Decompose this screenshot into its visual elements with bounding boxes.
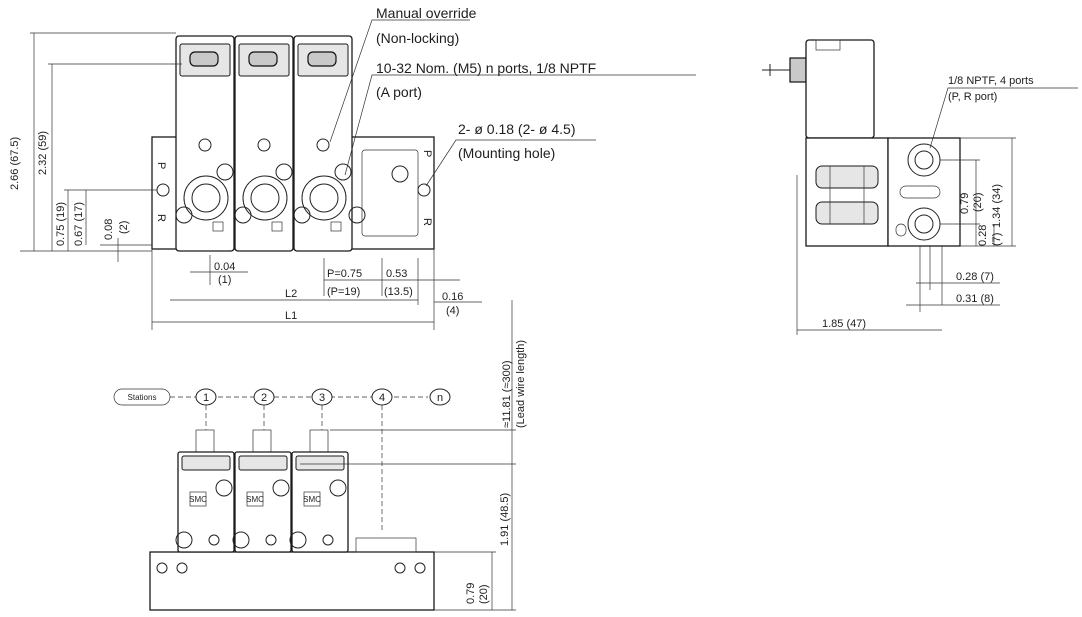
leader-mount-hole	[425, 139, 596, 187]
dim-008: 0.08	[103, 219, 115, 240]
side-valve-body	[805, 137, 889, 247]
connector-icon	[189, 51, 219, 67]
dim-067: 0.67 (17)	[73, 202, 85, 246]
dim-075: 0.75 (19)	[55, 202, 67, 246]
station-number-1: 1	[195, 388, 217, 406]
side-dim-028-mm: (7)	[991, 233, 1003, 246]
station-number-2: 2	[253, 388, 275, 406]
valve-station-1	[175, 35, 235, 252]
dim-016: 0.16	[442, 291, 463, 303]
dim-053-mm: (13.5)	[384, 286, 413, 298]
side-ports-label: 1/8 NPTF, 4 ports	[948, 75, 1034, 87]
front-dim-191: 1.91 (48.5)	[499, 493, 511, 546]
dim-008-mm: (2)	[118, 221, 130, 234]
front-dim-079-mm: (20)	[478, 584, 490, 604]
dim-016-mm: (4)	[446, 305, 459, 317]
port-r-right: R	[421, 218, 433, 226]
side-dim-134: 1.34 (34)	[991, 184, 1003, 228]
mount-hole-label: (Mounting hole)	[458, 145, 555, 161]
side-dim-185: 1.85 (47)	[822, 318, 866, 330]
valve-station-3	[293, 35, 353, 252]
front-valve-3: SMC	[289, 429, 349, 553]
station-number-4: 4	[371, 388, 393, 406]
side-dim-028b: 0.28 (7)	[956, 271, 994, 283]
side-connector	[789, 57, 807, 83]
side-dim-079: 0.79	[959, 193, 971, 214]
mount-hole-size-label: 2- ø 0.18 (2- ø 4.5)	[458, 121, 575, 137]
lead-wire-length: ≈11.81 (≈300)	[501, 360, 513, 428]
lead-wire-label: (Lead wire length)	[515, 340, 527, 428]
front-dim-079: 0.79	[465, 583, 477, 604]
dim-l2: L2	[285, 288, 297, 300]
side-dim-031: 0.31 (8)	[956, 293, 994, 305]
svg-text:2: 2	[261, 392, 267, 404]
ports-a-label: 10-32 Nom. (M5) n ports, 1/8 NPTF	[376, 60, 596, 76]
non-locking-label: (Non-locking)	[376, 30, 459, 46]
front-manifold-base	[149, 551, 435, 611]
svg-text:n: n	[437, 392, 443, 404]
station-number-3: 3	[311, 388, 333, 406]
dim-004: 0.04	[214, 261, 235, 273]
a-port-label: (A port)	[376, 84, 422, 100]
connector-icon	[248, 51, 278, 67]
dim-004-mm: (1)	[218, 274, 231, 286]
dim-pitch-mm: (P=19)	[327, 286, 360, 298]
smc-logo: SMC	[303, 495, 321, 504]
dim-height-body: 2.32 (59)	[37, 131, 49, 175]
side-coil	[805, 39, 875, 139]
valve-station-2	[234, 35, 294, 252]
smc-logo: SMC	[189, 495, 207, 504]
end-plate	[361, 149, 419, 237]
dim-pitch: P=0.75	[327, 268, 362, 280]
port-p-right: P	[421, 150, 433, 157]
port-p-left: P	[155, 162, 167, 169]
dim-053: 0.53	[386, 268, 407, 280]
leader-side-ports	[929, 87, 1078, 149]
leader-manual-override	[329, 19, 470, 143]
front-valve-1: SMC	[175, 429, 235, 553]
connector-icon	[307, 51, 337, 67]
svg-text:3: 3	[319, 392, 325, 404]
manual-override-label: Manual override	[376, 5, 477, 21]
front-valve-2: SMC	[232, 429, 292, 553]
side-dim-079-mm: (20)	[972, 192, 984, 212]
station-number-n: n	[429, 388, 451, 406]
stations-label: Stations	[128, 393, 157, 402]
dim-height-total: 2.66 (67.5)	[9, 137, 21, 190]
port-r-left: R	[155, 214, 167, 222]
smc-logo: SMC	[246, 495, 264, 504]
side-manifold	[887, 137, 961, 247]
mounting-hole-right	[417, 183, 431, 197]
svg-text:4: 4	[379, 392, 385, 404]
top-view: P R P R	[9, 5, 696, 330]
pr-port-label: (P, R port)	[948, 91, 997, 103]
side-dim-028: 0.28	[977, 225, 989, 246]
front-view: Stations 1 2 3 4 n	[113, 300, 527, 611]
dim-l1: L1	[285, 310, 297, 322]
svg-text:1: 1	[203, 392, 209, 404]
side-view: 1/8 NPTF, 4 ports (P, R port) 0.79 (20) …	[762, 39, 1078, 335]
leader-a-port	[344, 74, 696, 176]
